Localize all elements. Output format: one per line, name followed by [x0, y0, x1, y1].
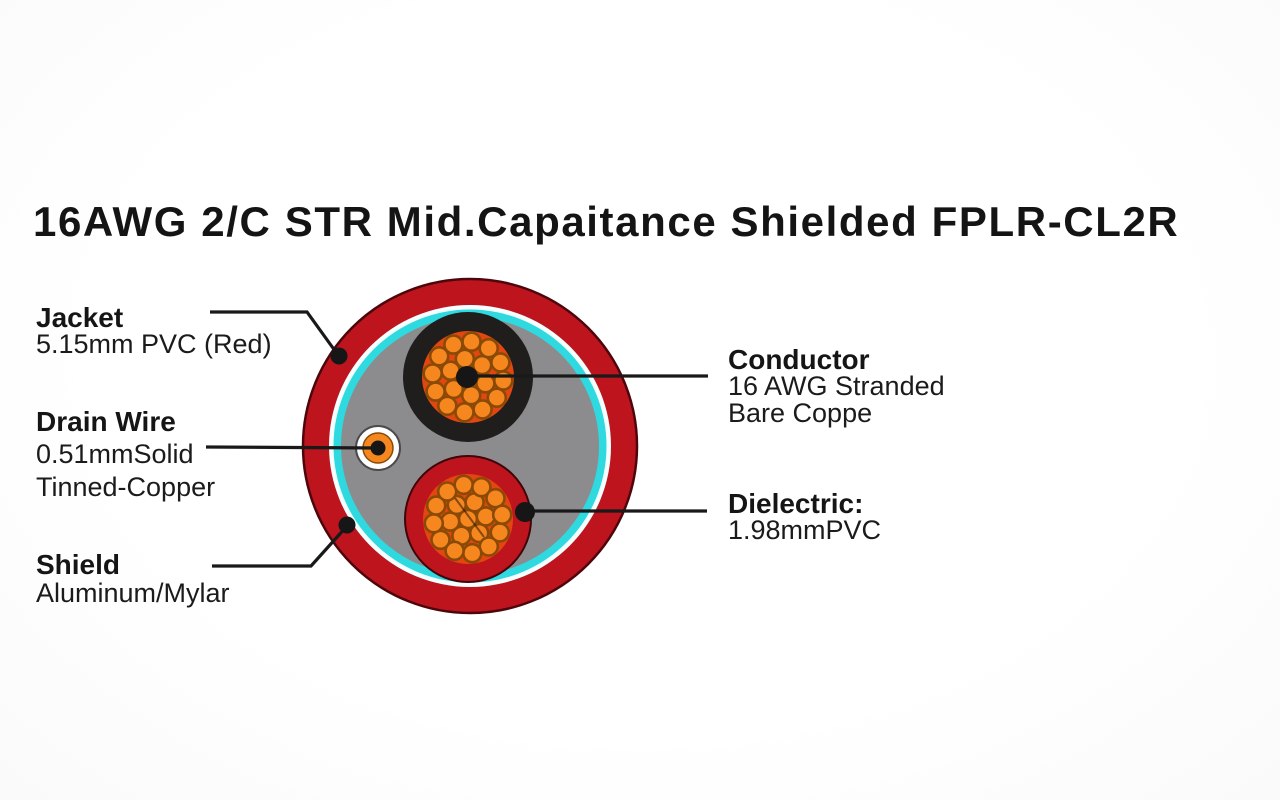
shield-callout: Shield Aluminum/Mylar	[36, 549, 230, 608]
drain-leader-dot	[370, 440, 386, 456]
conductor-strand	[428, 345, 450, 367]
dielectric-callout: Dielectric: 1.98mmPVC	[728, 490, 881, 544]
conductor-strand	[471, 476, 492, 498]
conductor-callout-heading: Conductor	[728, 344, 870, 375]
conductor-callout-line: 16 AWG Stranded	[728, 371, 945, 401]
conductor-strand	[461, 331, 482, 353]
conductor-leader-dot	[456, 366, 478, 388]
conductor-strand	[423, 512, 445, 534]
conductor-strand	[444, 540, 465, 562]
conductor-strand	[492, 370, 514, 391]
drain-wire-callout: Drain Wire 0.51mmSolid Tinned-Copper	[36, 405, 215, 504]
shield-leader-dot	[338, 516, 356, 534]
conductor-strand	[443, 334, 464, 355]
conductor-strand	[425, 381, 446, 402]
conductor-strand	[453, 474, 475, 496]
shield-callout-heading: Shield	[36, 549, 121, 580]
dielectric-callout-line: 1.98mmPVC	[728, 515, 882, 545]
conductor-strand	[491, 504, 513, 526]
drain-wire-callout-line: 0.51mmSolid	[36, 439, 194, 469]
jacket-leader-line	[210, 310, 340, 356]
conductor-callout: Conductor 16 AWG Stranded Bare Coppe	[728, 346, 945, 427]
jacket-leader-dot	[330, 347, 348, 365]
drain-leader-line	[205, 445, 379, 450]
jacket-callout-heading: Jacket	[36, 302, 124, 333]
page-title: 16AWG 2/C STR Mid.Capaitance Shielded FP…	[33, 198, 1180, 245]
conductor-strand	[486, 387, 508, 409]
shield-callout-line: Aluminum/Mylar	[36, 578, 230, 608]
conductor-strand	[436, 395, 458, 417]
drain-wire-callout-line: Tinned-Copper	[36, 472, 216, 502]
jacket-callout: Jacket 5.15mm PVC (Red)	[36, 302, 272, 359]
dielectric-callout-heading: Dielectric:	[728, 488, 864, 519]
conductor-strand	[490, 352, 511, 373]
conductor-strand	[461, 542, 483, 564]
conductor-strand	[425, 495, 447, 516]
conductor-strand	[478, 337, 500, 359]
drain-wire-callout-heading: Drain Wire	[36, 406, 176, 437]
conductor-callout-line: Bare Coppe	[728, 398, 873, 428]
bottom-bundle-mark	[454, 497, 485, 538]
jacket-callout-line: 5.15mm PVC (Red)	[36, 329, 272, 359]
shield-leader-line	[212, 524, 349, 568]
conductor-strand	[422, 363, 444, 384]
dielectric-leader-dot	[515, 502, 535, 522]
conductor-strand	[454, 401, 475, 423]
conductor-strand	[472, 399, 493, 420]
bottom-conductor-strands	[423, 474, 513, 564]
